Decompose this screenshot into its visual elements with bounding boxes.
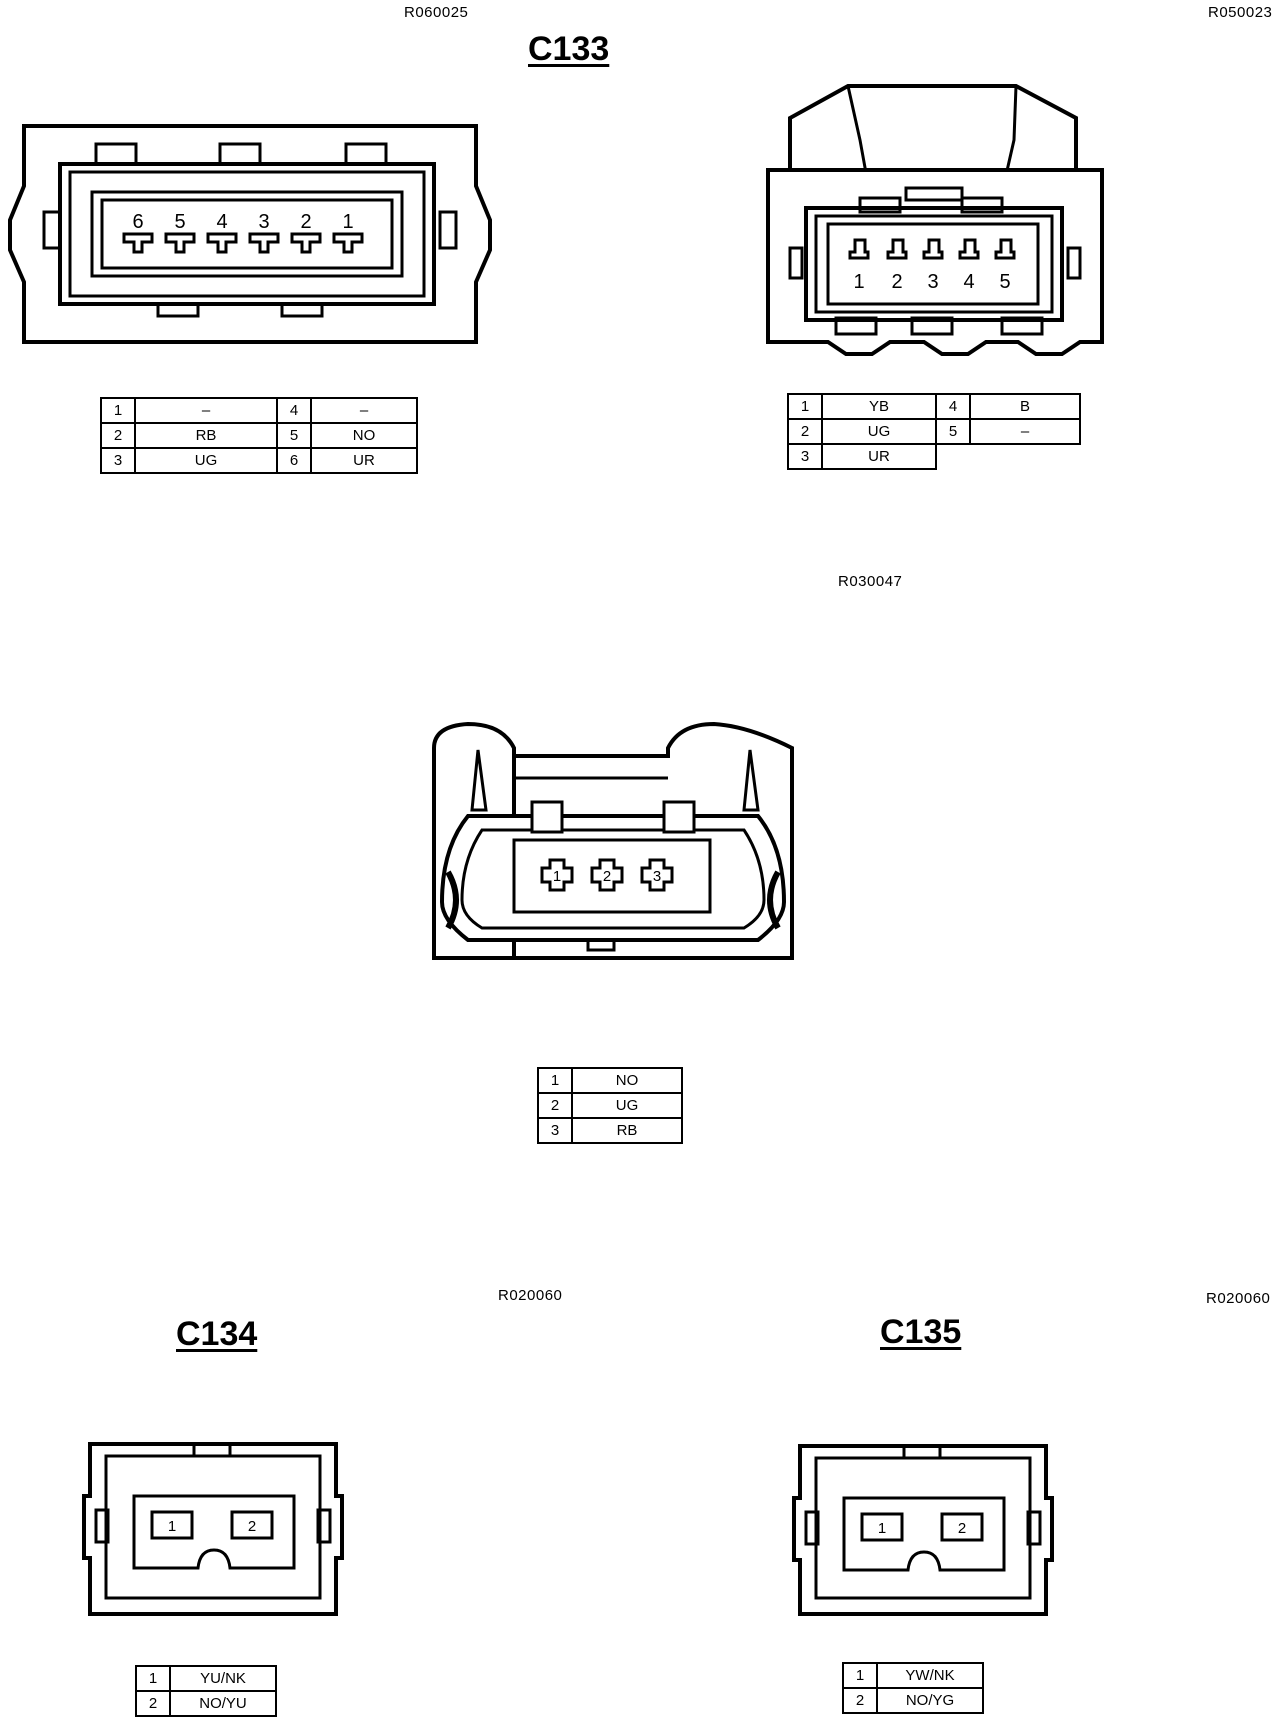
table-row: 1 YB 4 B xyxy=(787,393,1081,420)
table-row: 1 NO xyxy=(537,1067,683,1094)
pin-label-5pin: 3 xyxy=(927,271,938,293)
table-row: 2 NO/YU xyxy=(135,1690,277,1717)
wire-color: RB xyxy=(134,422,278,449)
pin-number: 2 xyxy=(100,422,136,449)
pin-number: 2 xyxy=(842,1687,878,1714)
connector-c134-diagram: 1 2 xyxy=(78,1438,348,1620)
pin-number: 1 xyxy=(537,1067,573,1094)
connector-3pin-diagram: 1 2 3 xyxy=(428,720,798,960)
wire-color: YU/NK xyxy=(169,1665,277,1692)
wire-color: YB xyxy=(821,393,937,420)
connector-title-c135: C135 xyxy=(880,1313,962,1351)
pin-number: 1 xyxy=(787,393,823,420)
wire-color: – xyxy=(969,418,1081,445)
pin-number: 3 xyxy=(787,443,823,470)
pin-label-c135: 1 xyxy=(878,1520,886,1537)
pin-label-c135: 2 xyxy=(958,1520,966,1537)
pin-label-3pin: 2 xyxy=(603,868,611,885)
pin-label-3pin: 3 xyxy=(653,868,661,885)
pin-number: 3 xyxy=(100,447,136,474)
wire-color: UG xyxy=(571,1092,683,1119)
pin-number: 1 xyxy=(842,1662,878,1689)
pin-table-6pin: 1 – 4 – 2 RB 5 NO 3 UG 6 UR xyxy=(100,397,418,474)
pin-number: 4 xyxy=(276,397,312,424)
pin-number: 2 xyxy=(135,1690,171,1717)
pin-number: 4 xyxy=(935,393,971,420)
table-row: 1 – 4 – xyxy=(100,397,418,424)
ref-code-middle: R030047 xyxy=(838,573,903,590)
pin-label-5pin: 5 xyxy=(999,271,1010,293)
ref-code-c133-right: R050023 xyxy=(1208,4,1273,21)
ref-code-c135: R020060 xyxy=(1206,1290,1271,1307)
wire-color: NO/YG xyxy=(876,1687,984,1714)
pin-number: 1 xyxy=(100,397,136,424)
table-row: 2 UG 5 – xyxy=(787,418,1081,445)
table-row: 1 YW/NK xyxy=(842,1662,984,1689)
ref-code-c133-left: R060025 xyxy=(404,4,469,21)
table-row: 3 RB xyxy=(537,1117,683,1144)
wire-color: UG xyxy=(821,418,937,445)
wire-color: UG xyxy=(134,447,278,474)
connector-5pin-diagram: 1 2 3 4 5 xyxy=(764,80,1110,360)
table-row: 2 UG xyxy=(537,1092,683,1119)
wire-color: UR xyxy=(310,447,418,474)
pin-label-3pin: 1 xyxy=(553,868,561,885)
pin-number: 1 xyxy=(135,1665,171,1692)
pin-label-6pin: 3 xyxy=(258,211,269,233)
connector-title-c134: C134 xyxy=(176,1315,258,1353)
pin-number: 6 xyxy=(276,447,312,474)
pin-table-c135: 1 YW/NK 2 NO/YG xyxy=(842,1662,984,1714)
pin-number: 2 xyxy=(537,1092,573,1119)
wire-color: NO xyxy=(310,422,418,449)
pin-number: 5 xyxy=(276,422,312,449)
connector-c135-diagram: 1 2 xyxy=(788,1440,1058,1620)
table-row: 3 UG 6 UR xyxy=(100,447,418,474)
wire-color: UR xyxy=(821,443,937,470)
pin-number: 5 xyxy=(935,418,971,445)
pin-label-5pin: 4 xyxy=(963,271,974,293)
wire-color: NO/YU xyxy=(169,1690,277,1717)
wire-color: – xyxy=(134,397,278,424)
pin-label-5pin: 1 xyxy=(853,271,864,293)
wire-color: – xyxy=(310,397,418,424)
wire-color: RB xyxy=(571,1117,683,1144)
pin-label-6pin: 6 xyxy=(132,211,143,233)
ref-code-c134: R020060 xyxy=(498,1287,563,1304)
pin-label-5pin: 2 xyxy=(891,271,902,293)
wire-color: B xyxy=(969,393,1081,420)
wire-color: YW/NK xyxy=(876,1662,984,1689)
pin-label-c134: 1 xyxy=(168,1518,176,1535)
pin-number: 2 xyxy=(787,418,823,445)
pin-table-c134: 1 YU/NK 2 NO/YU xyxy=(135,1665,277,1717)
pin-table-3pin: 1 NO 2 UG 3 RB xyxy=(537,1067,683,1144)
pin-table-5pin: 1 YB 4 B 2 UG 5 – 3 UR xyxy=(787,393,1081,470)
connector-title-c133: C133 xyxy=(528,30,610,68)
pin-label-6pin: 4 xyxy=(216,211,227,233)
connector-6pin-diagram: 6 5 4 3 2 1 xyxy=(8,120,498,350)
table-row: 3 UR xyxy=(787,443,1080,470)
pin-number: 3 xyxy=(537,1117,573,1144)
pin-label-c134: 2 xyxy=(248,1518,256,1535)
table-row: 2 NO/YG xyxy=(842,1687,984,1714)
pin-label-6pin: 5 xyxy=(174,211,185,233)
wire-color: NO xyxy=(571,1067,683,1094)
table-row: 1 YU/NK xyxy=(135,1665,277,1692)
table-row: 2 RB 5 NO xyxy=(100,422,418,449)
pin-label-6pin: 1 xyxy=(342,211,353,233)
pin-label-6pin: 2 xyxy=(300,211,311,233)
